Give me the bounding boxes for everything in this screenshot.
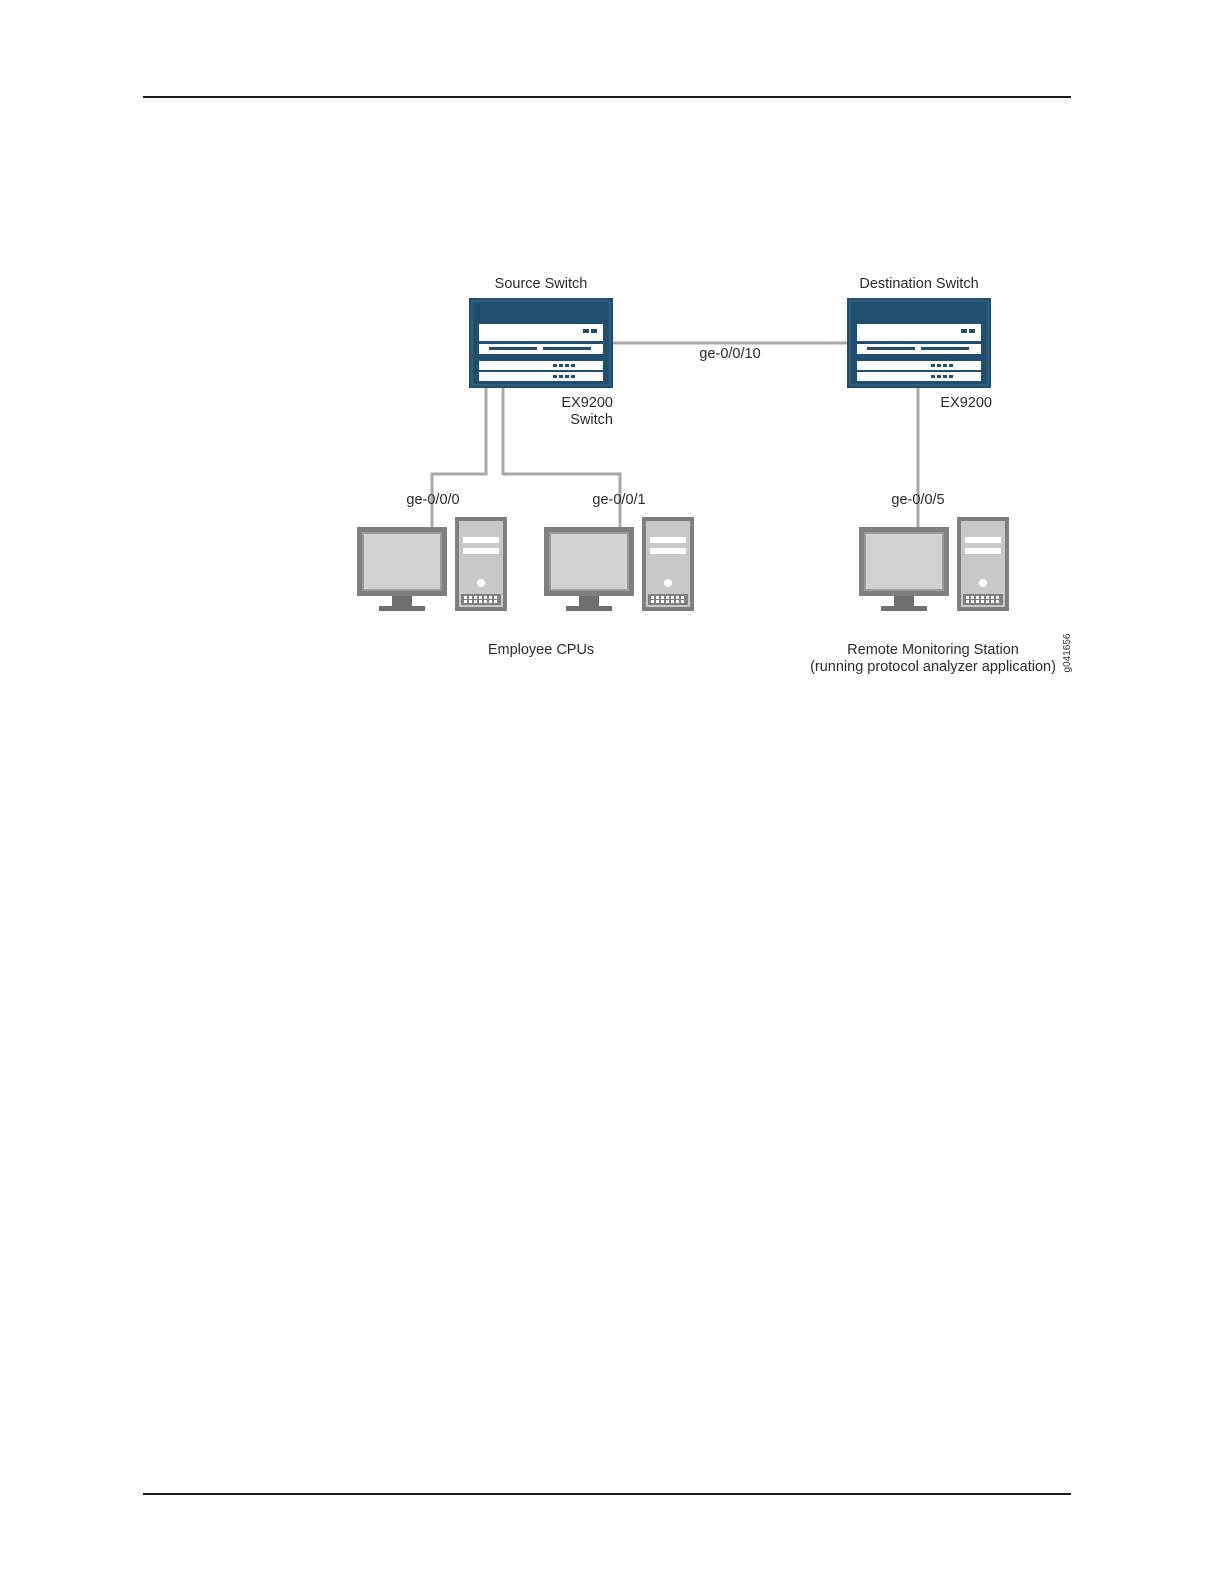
source-switch-model-suffix: Switch bbox=[570, 412, 613, 428]
port-label-ge-0-0-0: ge-0/0/0 bbox=[406, 492, 459, 508]
destination-switch-icon bbox=[847, 298, 991, 388]
port-label-ge-0-0-5: ge-0/0/5 bbox=[891, 492, 944, 508]
source-switch-model: EX9200 bbox=[561, 395, 613, 411]
source-switch-title: Source Switch bbox=[495, 276, 588, 292]
employee-pc-1-icon bbox=[357, 517, 507, 611]
inter-switch-link-label: ge-0/0/10 bbox=[699, 346, 760, 362]
figure-id: g041656 bbox=[1062, 633, 1073, 672]
monitoring-station-sublabel: (running protocol analyzer application) bbox=[810, 659, 1056, 675]
destination-switch-title: Destination Switch bbox=[859, 276, 978, 292]
employee-pc-2-icon bbox=[544, 517, 694, 611]
monitoring-station-pc-icon bbox=[859, 517, 1009, 611]
footer-rule bbox=[143, 1493, 1071, 1495]
employee-cpus-label: Employee CPUs bbox=[488, 642, 594, 658]
destination-switch-model: EX9200 bbox=[940, 395, 992, 411]
source-switch-icon bbox=[469, 298, 613, 388]
port-label-ge-0-0-1: ge-0/0/1 bbox=[592, 492, 645, 508]
monitoring-station-label: Remote Monitoring Station bbox=[847, 642, 1019, 658]
